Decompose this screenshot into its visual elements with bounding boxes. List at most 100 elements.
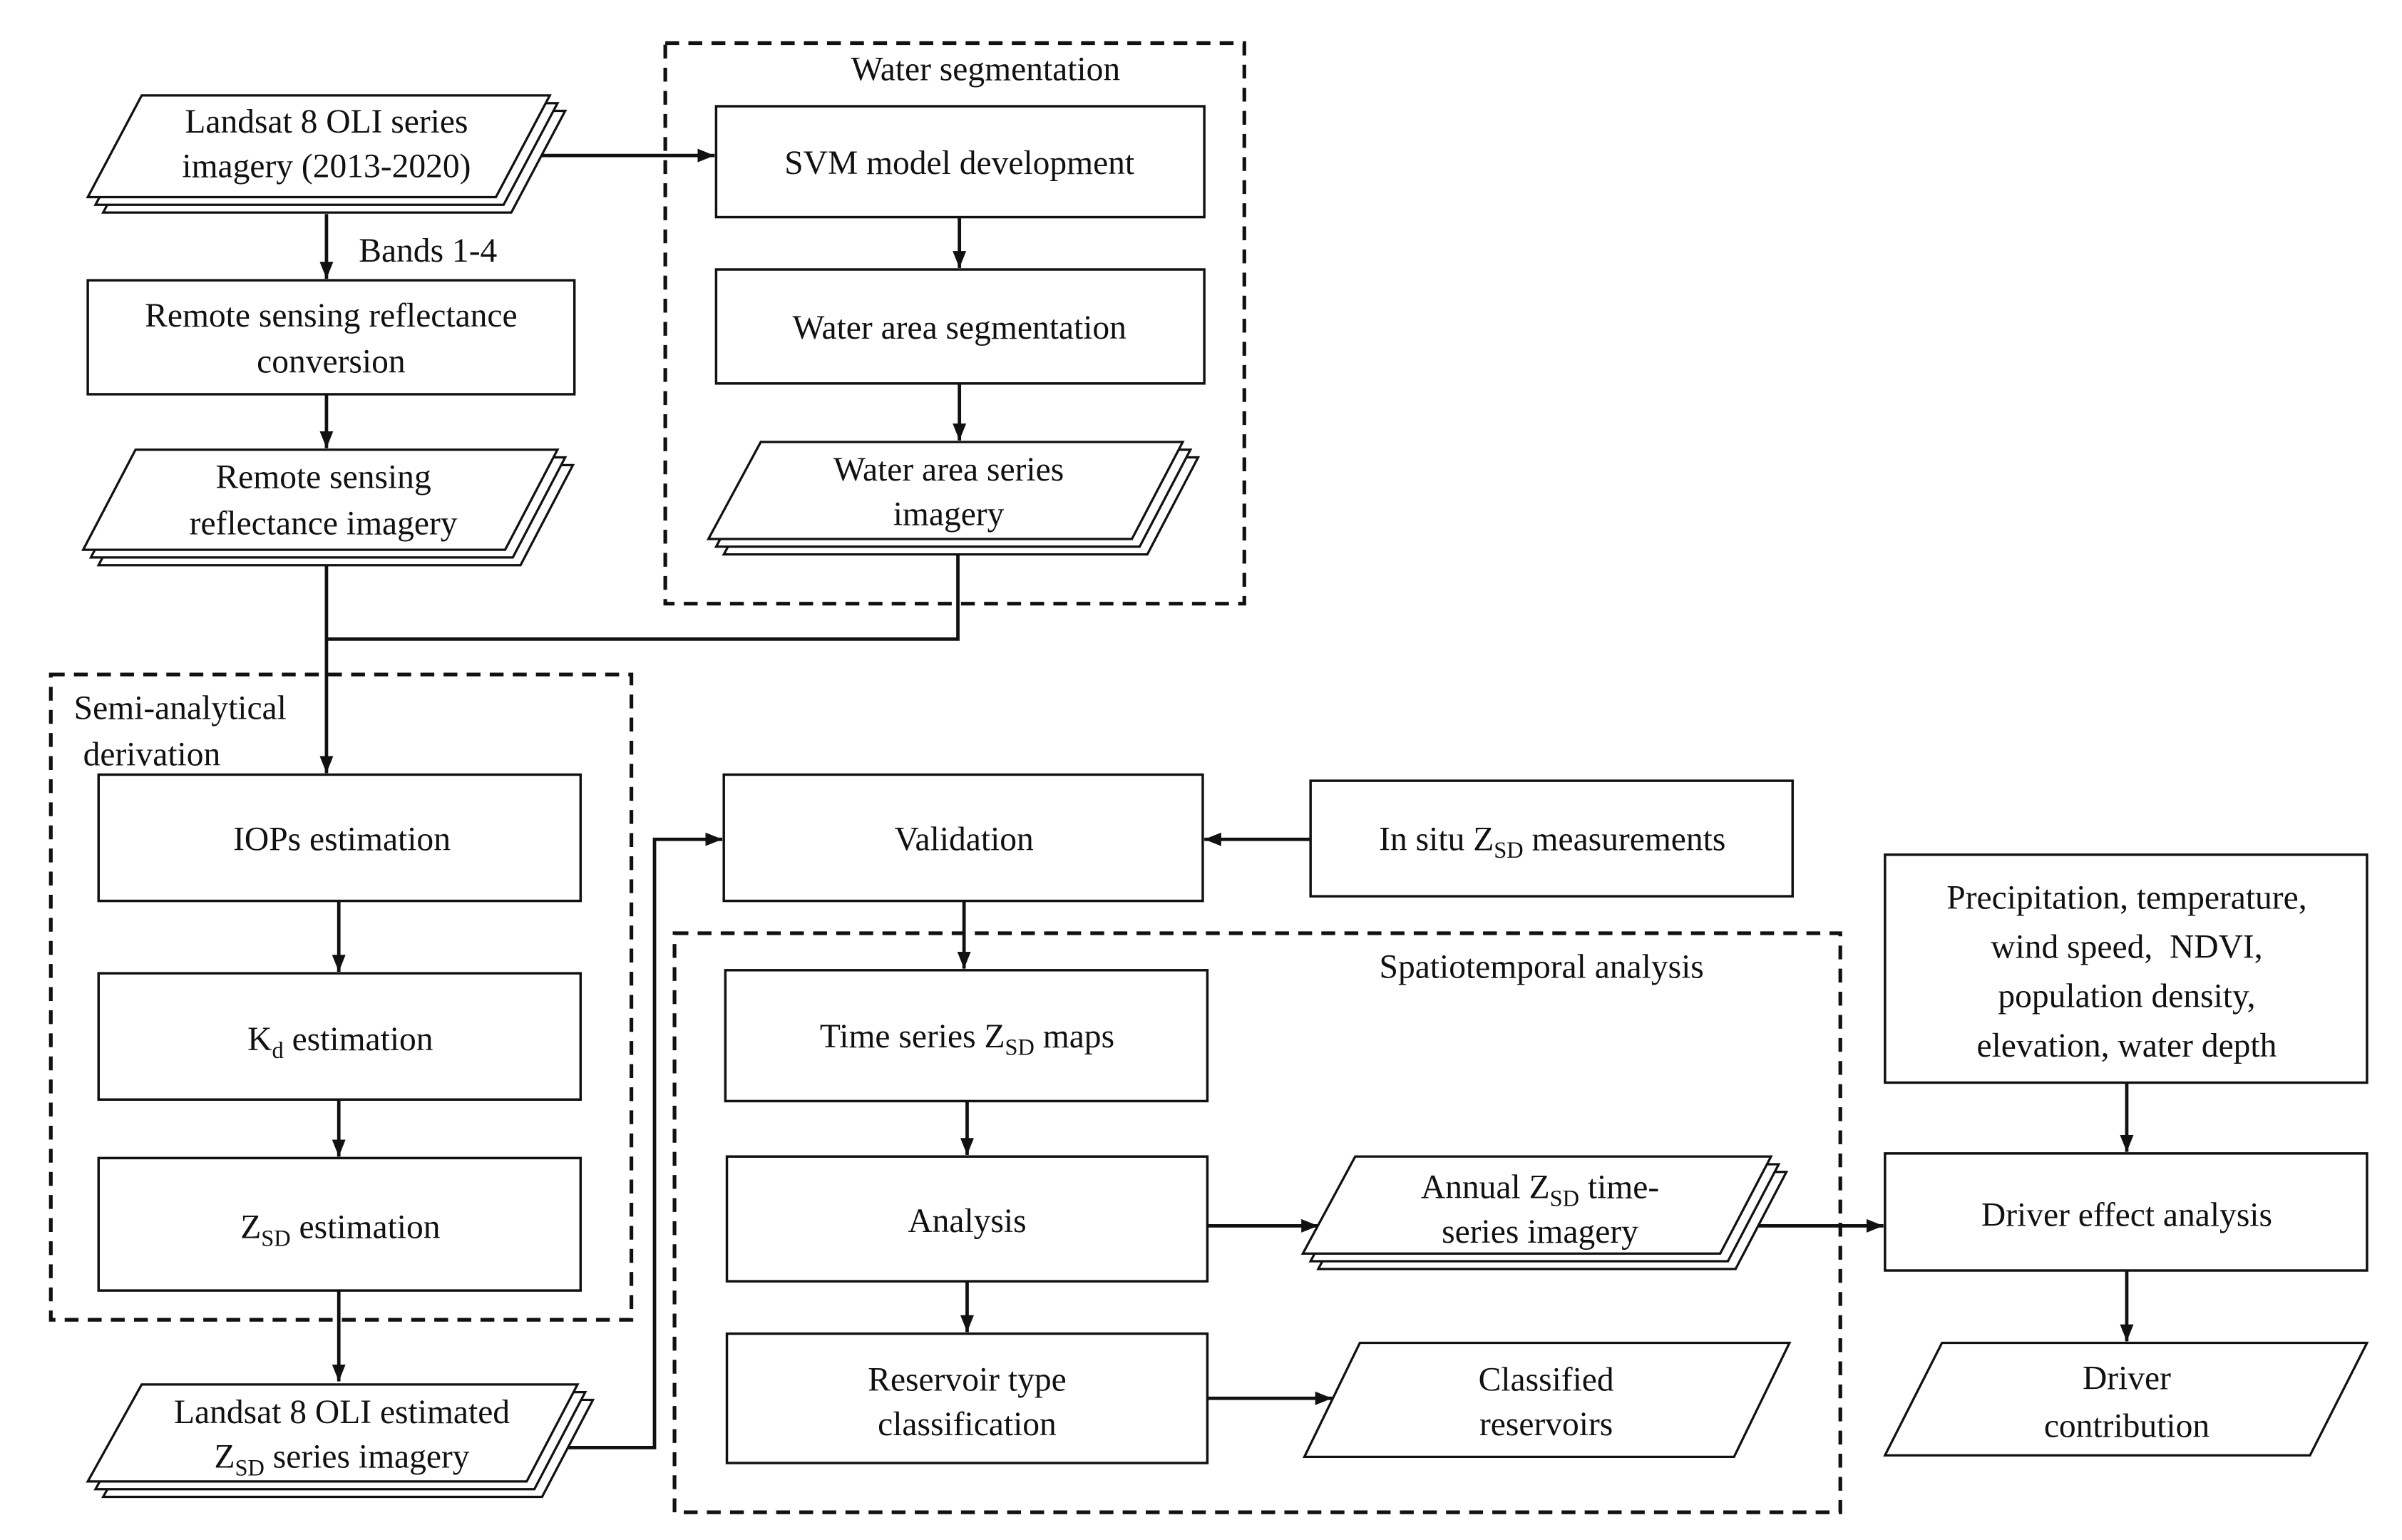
landsat-series-line1: Landsat 8 OLI series	[185, 103, 468, 140]
annual-imagery-line1: Annual ZSD time-	[1421, 1169, 1659, 1211]
landsat-estimated-rest: series imagery	[265, 1438, 470, 1475]
time-series-pre: Time series Z	[820, 1018, 1005, 1055]
water-area-segmentation-label: Water area segmentation	[792, 309, 1126, 346]
driver-contribution-node: Driver contribution	[1883, 1341, 2369, 1457]
semi-analytical-group-border	[48, 672, 634, 1322]
annual-rest: time-	[1579, 1169, 1659, 1206]
landsat-series-node: Landsat 8 OLI series imagery (2013-2020)	[86, 94, 568, 214]
connector-water-area-imagery-merge	[326, 554, 960, 641]
kd-rest: estimation	[284, 1021, 433, 1058]
rrs-conversion-line1: Remote sensing reflectance	[145, 297, 517, 334]
classified-reservoirs-line2: reservoirs	[1479, 1406, 1613, 1443]
stack-layer-front	[86, 1383, 580, 1483]
stack-layer-front	[86, 94, 552, 199]
water-area-imagery-node: Water area series imagery	[706, 441, 1201, 556]
zsd-symbol: Z	[240, 1209, 261, 1246]
time-series-maps-label: Time series ZSD maps	[820, 1018, 1114, 1061]
reservoir-type-line1: Reservoir type	[868, 1361, 1066, 1398]
driver-factors-line4: elevation, water depth	[1977, 1027, 2277, 1064]
reservoir-type-node: Reservoir type classification	[725, 1332, 1209, 1464]
spatiotemporal-group-title: Spatiotemporal analysis	[1380, 949, 1704, 986]
landsat-estimated-node: Landsat 8 OLI estimated ZSD series image…	[86, 1383, 595, 1499]
zsd-estimation-node: ZSD estimation	[97, 1156, 582, 1292]
validation-label: Validation	[895, 821, 1035, 858]
driver-contribution-line1: Driver	[2083, 1360, 2171, 1397]
validation-box	[722, 773, 1204, 903]
landsat-estimated-line2: ZSD series imagery	[214, 1438, 469, 1481]
semi-analytical-group-title-line1: Semi-analytical	[74, 690, 287, 727]
iops-estimation-label: IOPs estimation	[233, 821, 451, 858]
time-series-maps-box	[724, 969, 1209, 1103]
driver-effect-node: Driver effect analysis	[1884, 1152, 2368, 1272]
analysis-box	[725, 1155, 1209, 1283]
annual-imagery-line2: series imagery	[1442, 1213, 1638, 1251]
zsd-subscript: SD	[261, 1226, 290, 1251]
bands-label: Bands 1-4	[359, 232, 497, 270]
landsat-series-line2: imagery (2013-2020)	[182, 148, 471, 185]
driver-factors-line3: population density,	[1998, 978, 2255, 1015]
time-series-rest: maps	[1035, 1018, 1114, 1055]
iops-estimation-node: IOPs estimation	[97, 773, 582, 903]
reservoir-type-line2: classification	[878, 1406, 1057, 1443]
reservoir-type-box	[725, 1332, 1209, 1464]
iops-estimation-box	[97, 773, 582, 903]
spatiotemporal-group: Spatiotemporal analysis	[672, 931, 1842, 1514]
time-series-subscript: SD	[1005, 1035, 1034, 1061]
water-segmentation-group-border	[663, 41, 1246, 606]
rrs-conversion-node: Remote sensing reflectance conversion	[86, 279, 576, 396]
zsd-rest: estimation	[291, 1209, 441, 1246]
rrs-conversion-box	[86, 279, 576, 396]
driver-contribution-line2: contribution	[2044, 1407, 2210, 1444]
classified-reservoirs-node: Classified reservoirs	[1302, 1341, 1792, 1458]
driver-factors-node: Precipitation, temperature, wind speed, …	[1884, 853, 2368, 1084]
rrs-imagery-line2: reflectance imagery	[190, 505, 458, 543]
svm-model-node: SVM model development	[714, 105, 1206, 219]
driver-factors-box	[1884, 853, 2368, 1084]
svm-model-label: SVM model development	[784, 145, 1134, 182]
in-situ-box	[1309, 779, 1794, 898]
spatiotemporal-group-border	[672, 931, 1842, 1514]
rrs-imagery-line1: Remote sensing	[215, 459, 431, 496]
annual-pre: Annual Z	[1421, 1169, 1550, 1206]
water-segmentation-group: Water segmentation	[663, 41, 1246, 606]
driver-factors-line2: wind speed, NDVI,	[1991, 929, 2262, 966]
rrs-imagery-node: Remote sensing reflectance imagery	[81, 448, 575, 567]
water-area-segmentation-box	[714, 268, 1206, 385]
classified-reservoirs-line1: Classified	[1479, 1361, 1614, 1398]
zsd-estimation-box	[97, 1156, 582, 1292]
driver-effect-box	[1884, 1152, 2368, 1272]
in-situ-subscript: SD	[1494, 838, 1523, 863]
semi-analytical-group-title-line2: derivation	[83, 736, 221, 774]
kd-estimation-label: Kd estimation	[247, 1021, 433, 1064]
landsat-estimated-subscript: SD	[235, 1455, 265, 1481]
annual-subscript: SD	[1550, 1186, 1579, 1211]
stack-layer-front	[1300, 1155, 1773, 1255]
in-situ-pre: In situ Z	[1379, 821, 1494, 858]
data-parallelogram	[1302, 1341, 1792, 1458]
svm-model-box	[714, 105, 1206, 219]
kd-estimation-node: Kd estimation	[97, 972, 582, 1101]
analysis-node: Analysis	[725, 1155, 1209, 1283]
driver-factors-line1: Precipitation, temperature,	[1946, 879, 2306, 916]
kd-estimation-box	[97, 972, 582, 1101]
rrs-conversion-line2: conversion	[257, 344, 406, 381]
analysis-label: Analysis	[908, 1203, 1026, 1240]
validation-node: Validation	[722, 773, 1204, 903]
water-segmentation-group-title: Water segmentation	[851, 51, 1121, 88]
annual-imagery-node: Annual ZSD time- series imagery	[1300, 1155, 1789, 1270]
water-area-imagery-line1: Water area series	[833, 451, 1064, 488]
zsd-estimation-label: ZSD estimation	[240, 1209, 441, 1252]
water-area-imagery-line2: imagery	[893, 496, 1005, 533]
driver-effect-label: Driver effect analysis	[1981, 1196, 2272, 1233]
arrow-landsat-estimated-to-validation	[560, 832, 723, 1449]
semi-analytical-group: Semi-analytical derivation	[48, 672, 634, 1322]
in-situ-node: In situ ZSD measurements	[1309, 779, 1794, 898]
data-parallelogram	[1883, 1341, 2369, 1457]
time-series-maps-node: Time series ZSD maps	[724, 969, 1209, 1103]
kd-symbol: K	[247, 1021, 272, 1058]
stack-layer-front	[81, 448, 560, 551]
stack-layer-front	[706, 441, 1185, 540]
in-situ-label: In situ ZSD measurements	[1379, 821, 1725, 863]
water-area-segmentation-node: Water area segmentation	[714, 268, 1206, 385]
